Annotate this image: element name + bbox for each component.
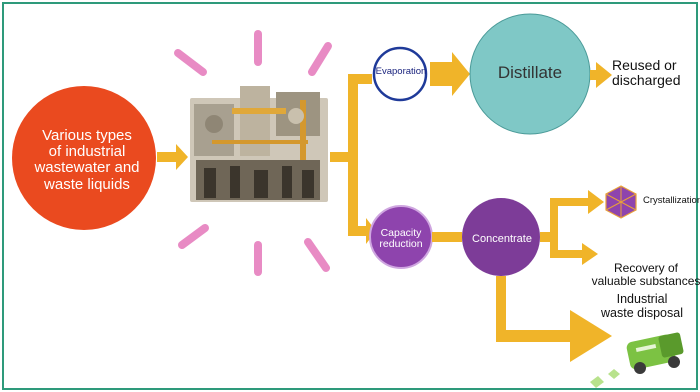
crystallization-label: Crystallization — [643, 195, 700, 206]
burst-ray — [308, 42, 332, 76]
recovery-label: Recovery of valuable substances — [591, 261, 700, 288]
truck-icon — [590, 332, 684, 388]
source-circle — [12, 86, 156, 230]
source-to-machine-arrow — [157, 144, 188, 170]
source-label: Various types of industrial wastewater a… — [34, 127, 140, 193]
capacity-to-concentrate-arrow — [432, 232, 462, 242]
sparkle — [608, 369, 620, 379]
reused-label: Reused or discharged — [612, 57, 681, 89]
branch-connector — [330, 74, 376, 244]
distillate-to-reused-arrow — [590, 62, 612, 88]
waste-disposal-label: Industrial waste disposal — [601, 292, 683, 320]
concentrate-label: Concentrate — [472, 233, 532, 245]
evaporation-circle — [372, 46, 428, 102]
distillate-label: Distillate — [497, 63, 563, 82]
burst-ray — [174, 49, 207, 76]
evaporation-to-distillate-arrow — [430, 52, 470, 96]
concentrate-branches — [496, 190, 612, 362]
sparkle — [590, 376, 604, 388]
machine-image — [190, 86, 328, 202]
burst-rays — [174, 30, 332, 276]
evaporation-label: Evaporation — [375, 66, 427, 77]
capacity-label: Capacity reduction — [379, 227, 423, 251]
crystal-icon — [605, 185, 637, 219]
burst-ray — [304, 238, 330, 272]
burst-ray — [178, 224, 209, 249]
concentrate-circle — [462, 198, 540, 276]
